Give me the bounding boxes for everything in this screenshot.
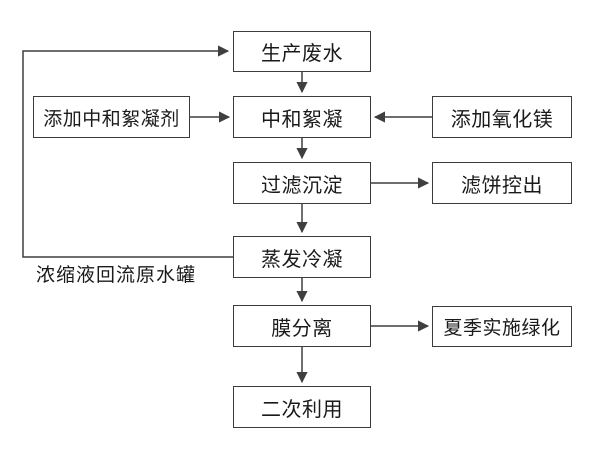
node-evaporation-condensation: 蒸发冷凝	[233, 236, 371, 278]
node-membrane-separation-label: 膜分离	[271, 315, 333, 340]
node-secondary-use: 二次利用	[233, 386, 371, 428]
node-add-magnesium-oxide-label: 添加氧化镁	[450, 106, 554, 131]
node-production-wastewater: 生产废水	[233, 31, 371, 72]
feedback-loop-annotation: 浓缩液回流原水罐	[36, 264, 197, 286]
node-filter-cake-out: 滤饼控出	[432, 162, 572, 204]
node-filter-sedimentation-label: 过滤沉淀	[261, 172, 343, 197]
node-summer-greening: 夏季实施绿化	[432, 306, 572, 347]
node-membrane-separation: 膜分离	[233, 305, 371, 347]
edge-evaporate-feedback-to-production	[22, 45, 233, 258]
node-add-neutral-flocculant-label: 添加中和絮凝剂	[43, 107, 180, 130]
node-add-magnesium-oxide: 添加氧化镁	[432, 96, 572, 138]
node-filter-sedimentation: 过滤沉淀	[233, 162, 371, 204]
node-evaporation-condensation-label: 蒸发冷凝	[261, 246, 343, 271]
node-neutralization-flocculation-label: 中和絮凝	[261, 106, 343, 131]
node-secondary-use-label: 二次利用	[261, 396, 343, 421]
node-summer-greening-label: 夏季实施绿化	[443, 317, 561, 339]
node-add-neutral-flocculant: 添加中和絮凝剂	[33, 96, 190, 138]
node-production-wastewater-label: 生产废水	[261, 41, 343, 65]
node-filter-cake-out-label: 滤饼控出	[461, 172, 543, 197]
node-neutralization-flocculation: 中和絮凝	[233, 96, 371, 138]
